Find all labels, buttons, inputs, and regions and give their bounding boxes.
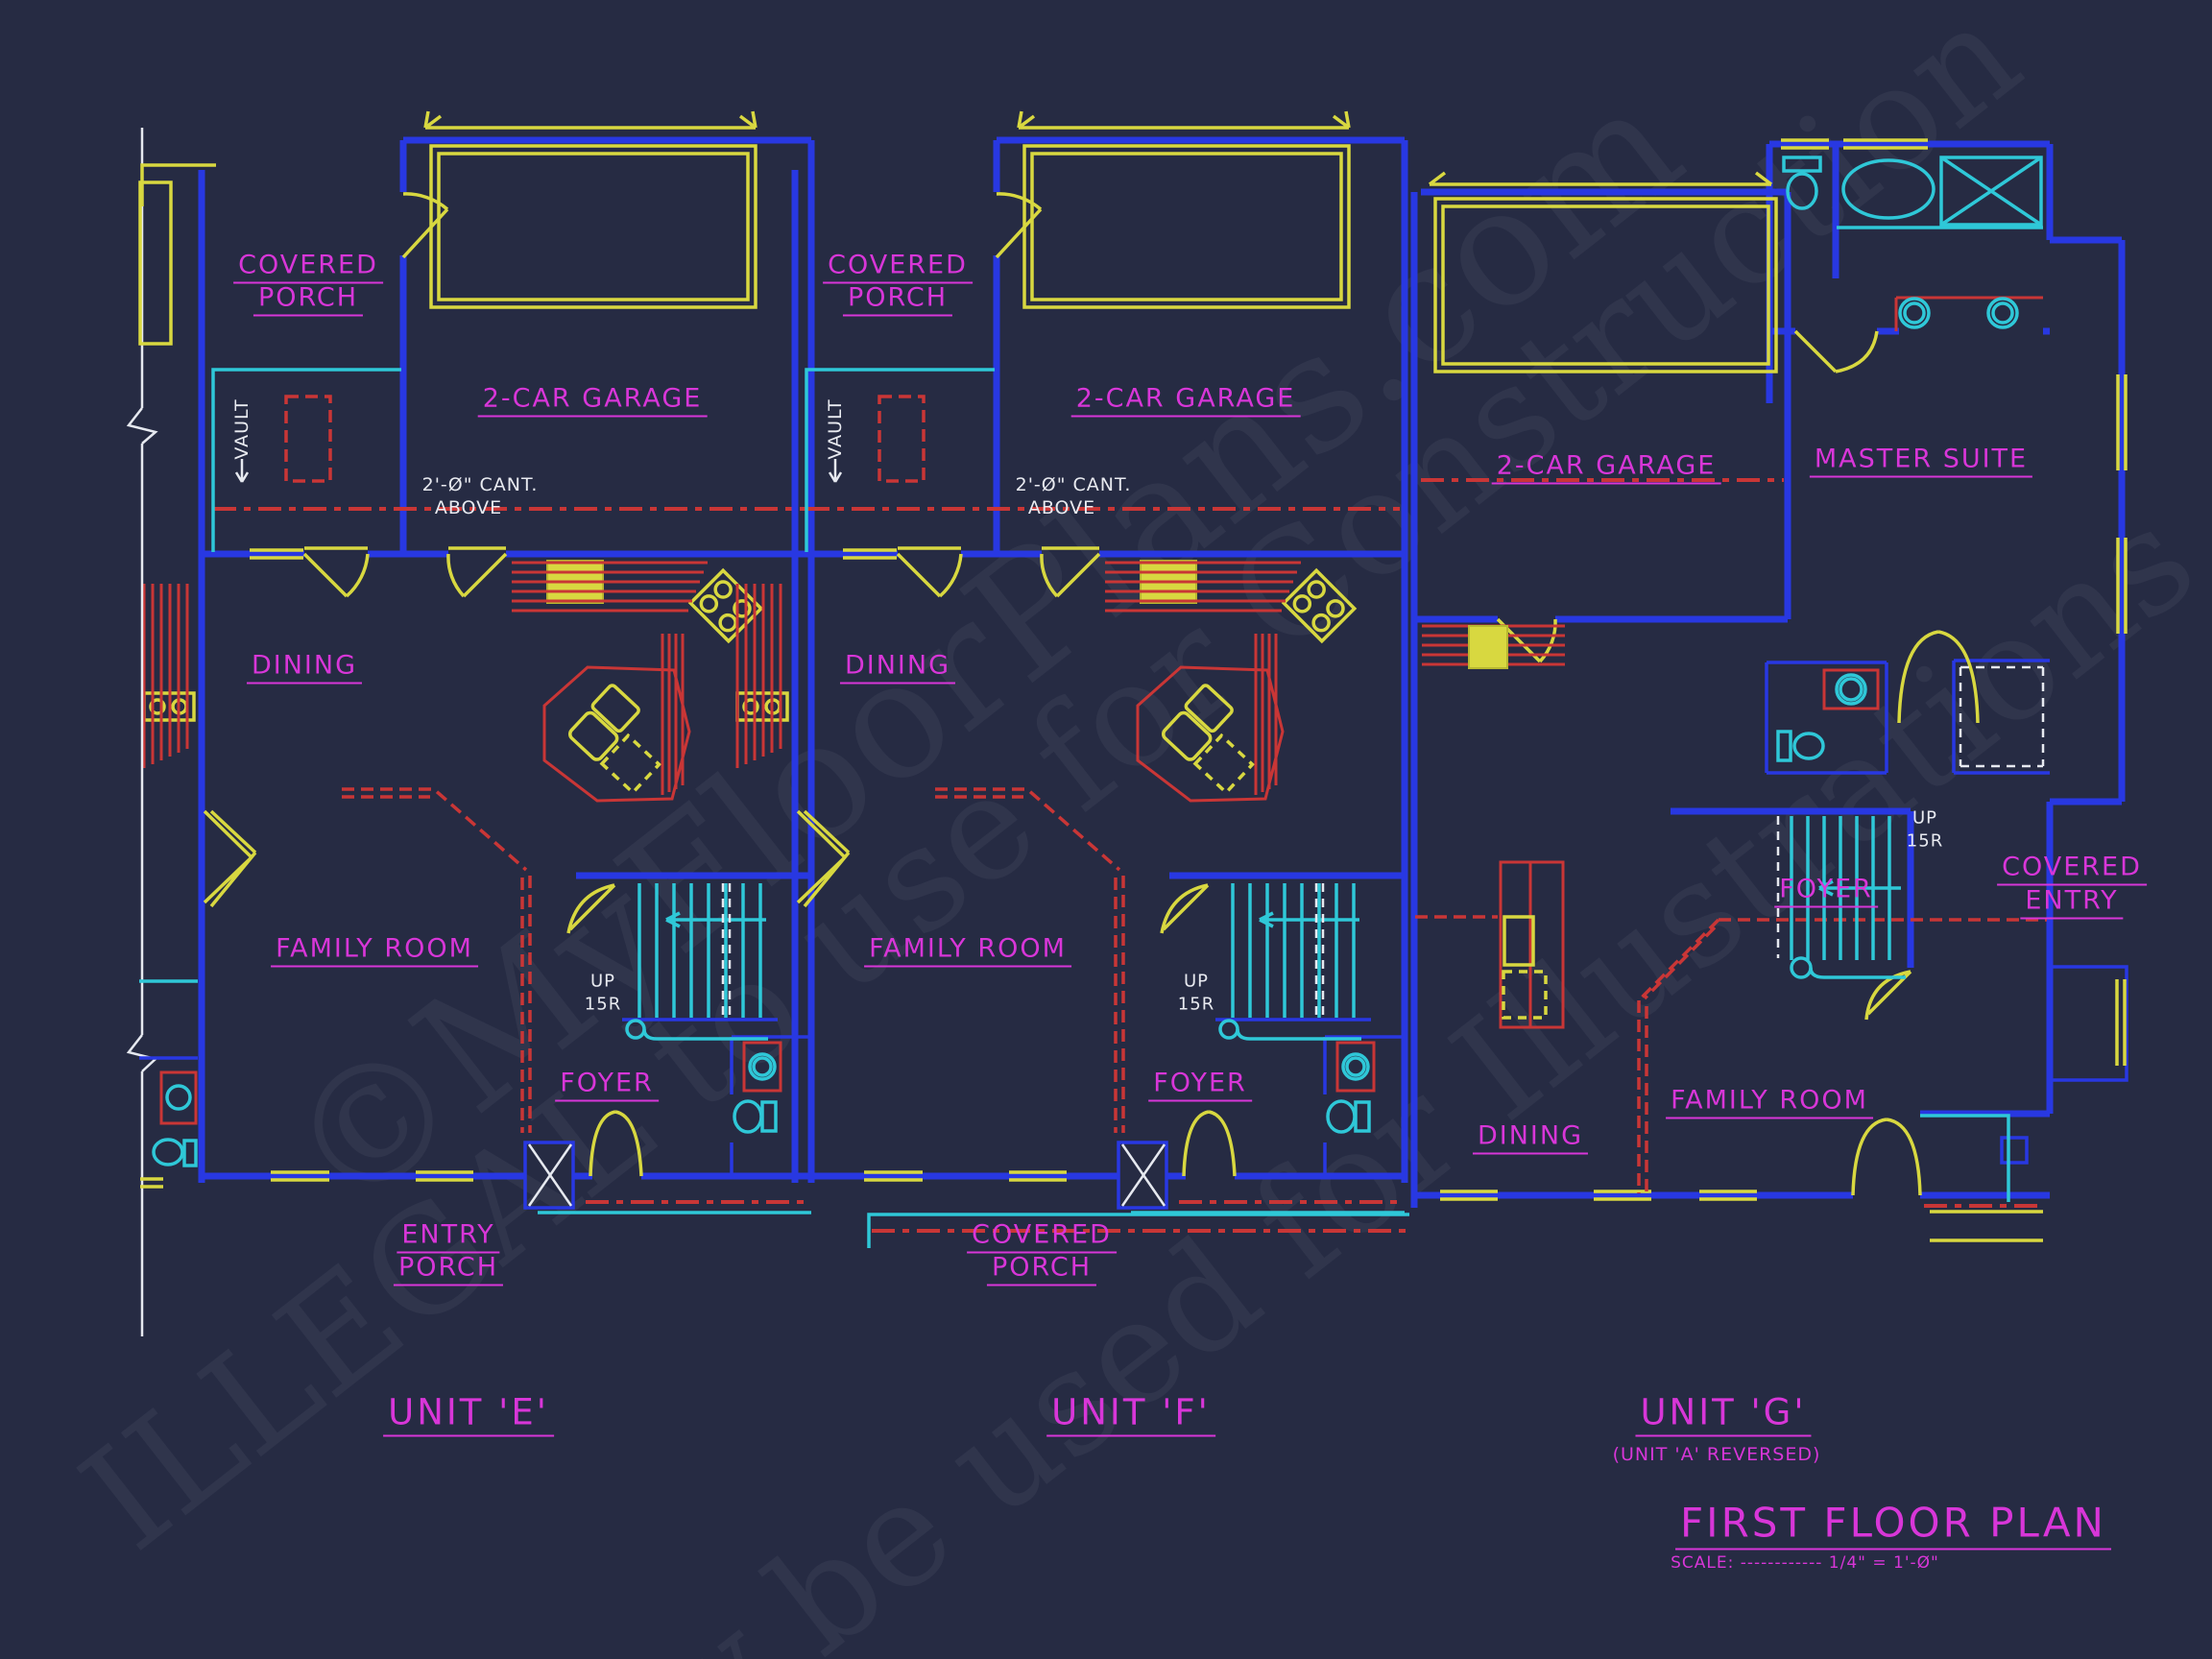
shower-icon — [1939, 156, 2043, 227]
unit-f-cant-note-2: ABOVE — [1027, 497, 1096, 518]
unit-f-stairs-up-note: UP — [1183, 971, 1210, 992]
vanity-sinks-icon — [1898, 297, 2019, 329]
unit-e-cant-note: 2'-Ø" CANT. — [421, 474, 539, 495]
unit-f-geometry — [737, 111, 1409, 1248]
toilet-icon — [1776, 730, 1825, 762]
unit-f-title: UNIT 'F' — [1046, 1392, 1215, 1437]
unit-f-foyer-label: FOYER — [1148, 1069, 1252, 1102]
unit-g-master-suite-label: MASTER SUITE — [1809, 445, 2033, 478]
unit-g-stairs-up-note: UP — [1911, 807, 1938, 829]
unit-g-foyer-label: FOYER — [1774, 875, 1878, 908]
unit-f-stairs-risers-note: 15R — [1177, 994, 1215, 1015]
unit-f-covered-porch-bottom-label-2: PORCH — [986, 1253, 1097, 1286]
unit-g-covered-entry-label-2: ENTRY — [2020, 886, 2124, 920]
sheet-scale: SCALE: ------------ 1/4" = 1'-Ø" — [1671, 1553, 1939, 1573]
sheet-title: FIRST FLOOR PLAN — [1675, 1500, 2111, 1551]
bathtub-icon — [1837, 158, 2043, 229]
unit-f-cant-note: 2'-Ø" CANT. — [1015, 474, 1132, 495]
unit-f-covered-porch-bottom-label: COVERED — [967, 1220, 1117, 1254]
unit-e-entry-porch-label-2: PORCH — [393, 1253, 504, 1286]
unit-g-stairs-risers-note: 15R — [1906, 830, 1944, 852]
unit-e-title: UNIT 'E' — [383, 1392, 554, 1437]
unit-e-garage-label: 2-CAR GARAGE — [477, 384, 708, 418]
unit-g-covered-entry-label: COVERED — [1997, 853, 2147, 886]
unit-e-covered-porch-label-2: PORCH — [252, 283, 364, 317]
unit-g-title: UNIT 'G' — [1635, 1392, 1812, 1437]
unit-f-dining-label: DINING — [839, 651, 956, 685]
unit-g-subtitle: (UNIT 'A' REVERSED) — [1612, 1444, 1821, 1465]
unit-e-stairs-risers-note: 15R — [584, 994, 622, 1015]
unit-e-entry-porch-label: ENTRY — [397, 1220, 500, 1254]
unit-e-geometry — [126, 111, 811, 1336]
toilet-icon — [1782, 156, 1822, 210]
unit-e-covered-porch-label: COVERED — [233, 251, 383, 284]
unit-e-dining-label: DINING — [246, 651, 363, 685]
unit-g-dining-label: DINING — [1472, 1121, 1589, 1155]
unit-e-cant-note-2: ABOVE — [434, 497, 503, 518]
unit-f-covered-porch-label: COVERED — [823, 251, 973, 284]
unit-f-covered-porch-label-2: PORCH — [842, 283, 953, 317]
unit-f-garage-label: 2-CAR GARAGE — [1070, 384, 1301, 418]
unit-e-family-room-label: FAMILY ROOM — [271, 934, 478, 968]
refrigerator-icon — [1503, 915, 1535, 967]
unit-g-geometry — [1410, 138, 2128, 1242]
unit-e-vault-note: VAULT — [231, 398, 252, 460]
sink-icon — [1835, 673, 1867, 706]
unit-e-foyer-label: FOYER — [555, 1069, 659, 1102]
unit-f-family-room-label: FAMILY ROOM — [864, 934, 1071, 968]
unit-g-family-room-label: FAMILY ROOM — [1666, 1086, 1873, 1119]
stove-icon — [1468, 625, 1508, 669]
unit-e-stairs-up-note: UP — [589, 971, 616, 992]
unit-f-vault-note: VAULT — [825, 398, 846, 460]
unit-g-garage-label: 2-CAR GARAGE — [1491, 451, 1721, 485]
toilet-icon — [152, 1138, 198, 1167]
